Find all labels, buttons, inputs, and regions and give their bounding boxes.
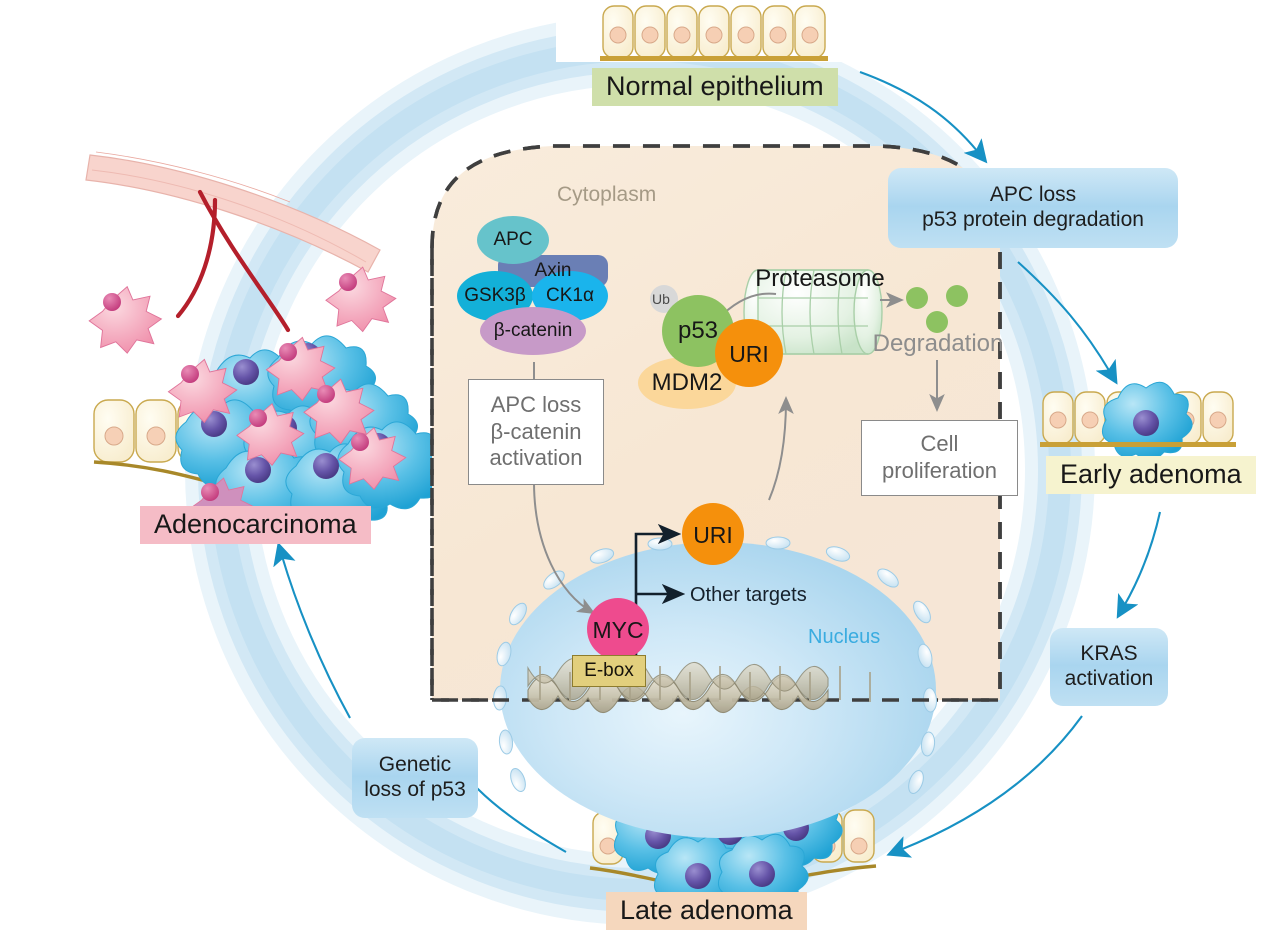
arrow-nuclear-uri-to-cyto-uri <box>768 396 794 501</box>
arrow-bcatenin-to-myc <box>533 362 592 612</box>
ub-shape <box>650 285 678 313</box>
degradation-label: Degradation <box>872 330 1004 357</box>
callout-p53loss-line2: loss of p53 <box>364 778 466 801</box>
vessel-sprout-1 <box>175 197 218 319</box>
cytoplasm-label: Cytoplasm <box>557 183 657 206</box>
callout-apc-loss-line1: APC loss <box>989 183 1077 207</box>
stage-label-late-adenoma: Late adenoma <box>606 892 807 931</box>
p53-label: p53 <box>677 317 719 344</box>
ck1a-label: CK1α <box>546 285 594 306</box>
arrow-normal-to-apcloss <box>859 71 988 164</box>
uri-cyto-shape <box>715 319 783 387</box>
myc-shape <box>587 598 649 660</box>
callout-genetic-loss-p53[interactable]: Genetic loss of p53 <box>352 738 478 818</box>
nuclear-pores <box>492 533 938 794</box>
box-apc-line3: activation <box>489 445 583 471</box>
arrow-p53loss-to-adeno <box>273 541 351 719</box>
apc-label: APC <box>493 229 533 250</box>
degradation-fragments <box>906 285 968 333</box>
box-prolif-line1: Cell <box>920 431 959 457</box>
stage-label-normal-epithelium: Normal epithelium <box>592 68 838 107</box>
box-cell-proliferation: Cell proliferation <box>861 420 1018 496</box>
nucleus-label: Nucleus <box>808 626 881 648</box>
other-targets-label: Other targets <box>690 584 807 606</box>
mdm2-label: MDM2 <box>651 369 723 396</box>
arrow-early-to-kras <box>1116 511 1162 619</box>
callout-p53loss-line1: Genetic <box>378 753 452 777</box>
box-apc-loss-bcatenin-activation: APC loss β-catenin activation <box>468 379 604 485</box>
box-apc-line2: β-catenin <box>490 418 582 444</box>
normal-epithelium-illustration <box>600 5 828 61</box>
ub-label: Ub <box>652 291 670 307</box>
bcatenin-shape <box>480 307 586 355</box>
callout-kras-activation[interactable]: KRAS activation <box>1050 628 1168 706</box>
apc-shape <box>477 216 549 264</box>
early-adenoma-illustration <box>1040 381 1236 460</box>
callout-apc-loss-line2: p53 protein degradation <box>922 208 1144 231</box>
uri-cytoplasm-label: URI <box>729 340 769 367</box>
uri-nuc-shape <box>682 503 744 565</box>
vessel-sprout-2 <box>197 189 291 333</box>
e-box-element: E-box <box>572 655 646 687</box>
mdm2-shape <box>638 357 736 409</box>
proteasome-label: Proteasome <box>755 265 885 292</box>
destruction-complex <box>457 216 608 355</box>
myc-label: MYC <box>592 616 644 643</box>
callout-apc-loss[interactable]: APC loss p53 protein degradation <box>888 168 1178 248</box>
normal-epithelium-text: Normal epithelium <box>606 71 824 101</box>
adenocarcinoma-text: Adenocarcinoma <box>154 509 357 539</box>
early-adenoma-text: Early adenoma <box>1060 459 1242 489</box>
gsk3b-shape <box>457 271 533 321</box>
box-apc-line1: APC loss <box>490 391 582 417</box>
p53-degradation-complex <box>587 285 783 660</box>
callout-kras-line1: KRAS <box>1080 642 1138 666</box>
uri-nucleus-label: URI <box>693 521 733 548</box>
box-prolif-line2: proliferation <box>882 458 997 483</box>
gsk3b-label: GSK3β <box>464 285 526 306</box>
blood-vessel <box>85 154 381 273</box>
stage-label-early-adenoma: Early adenoma <box>1046 456 1256 495</box>
bcatenin-label: β-catenin <box>493 320 573 341</box>
late-adenoma-text: Late adenoma <box>620 895 793 925</box>
stage-label-adenocarcinoma: Adenocarcinoma <box>140 506 371 545</box>
axin-label: Axin <box>534 260 572 281</box>
arrow-apcloss-to-early <box>1017 261 1118 385</box>
callout-kras-line2: activation <box>1064 667 1154 690</box>
arrow-kras-to-late <box>886 715 1083 858</box>
